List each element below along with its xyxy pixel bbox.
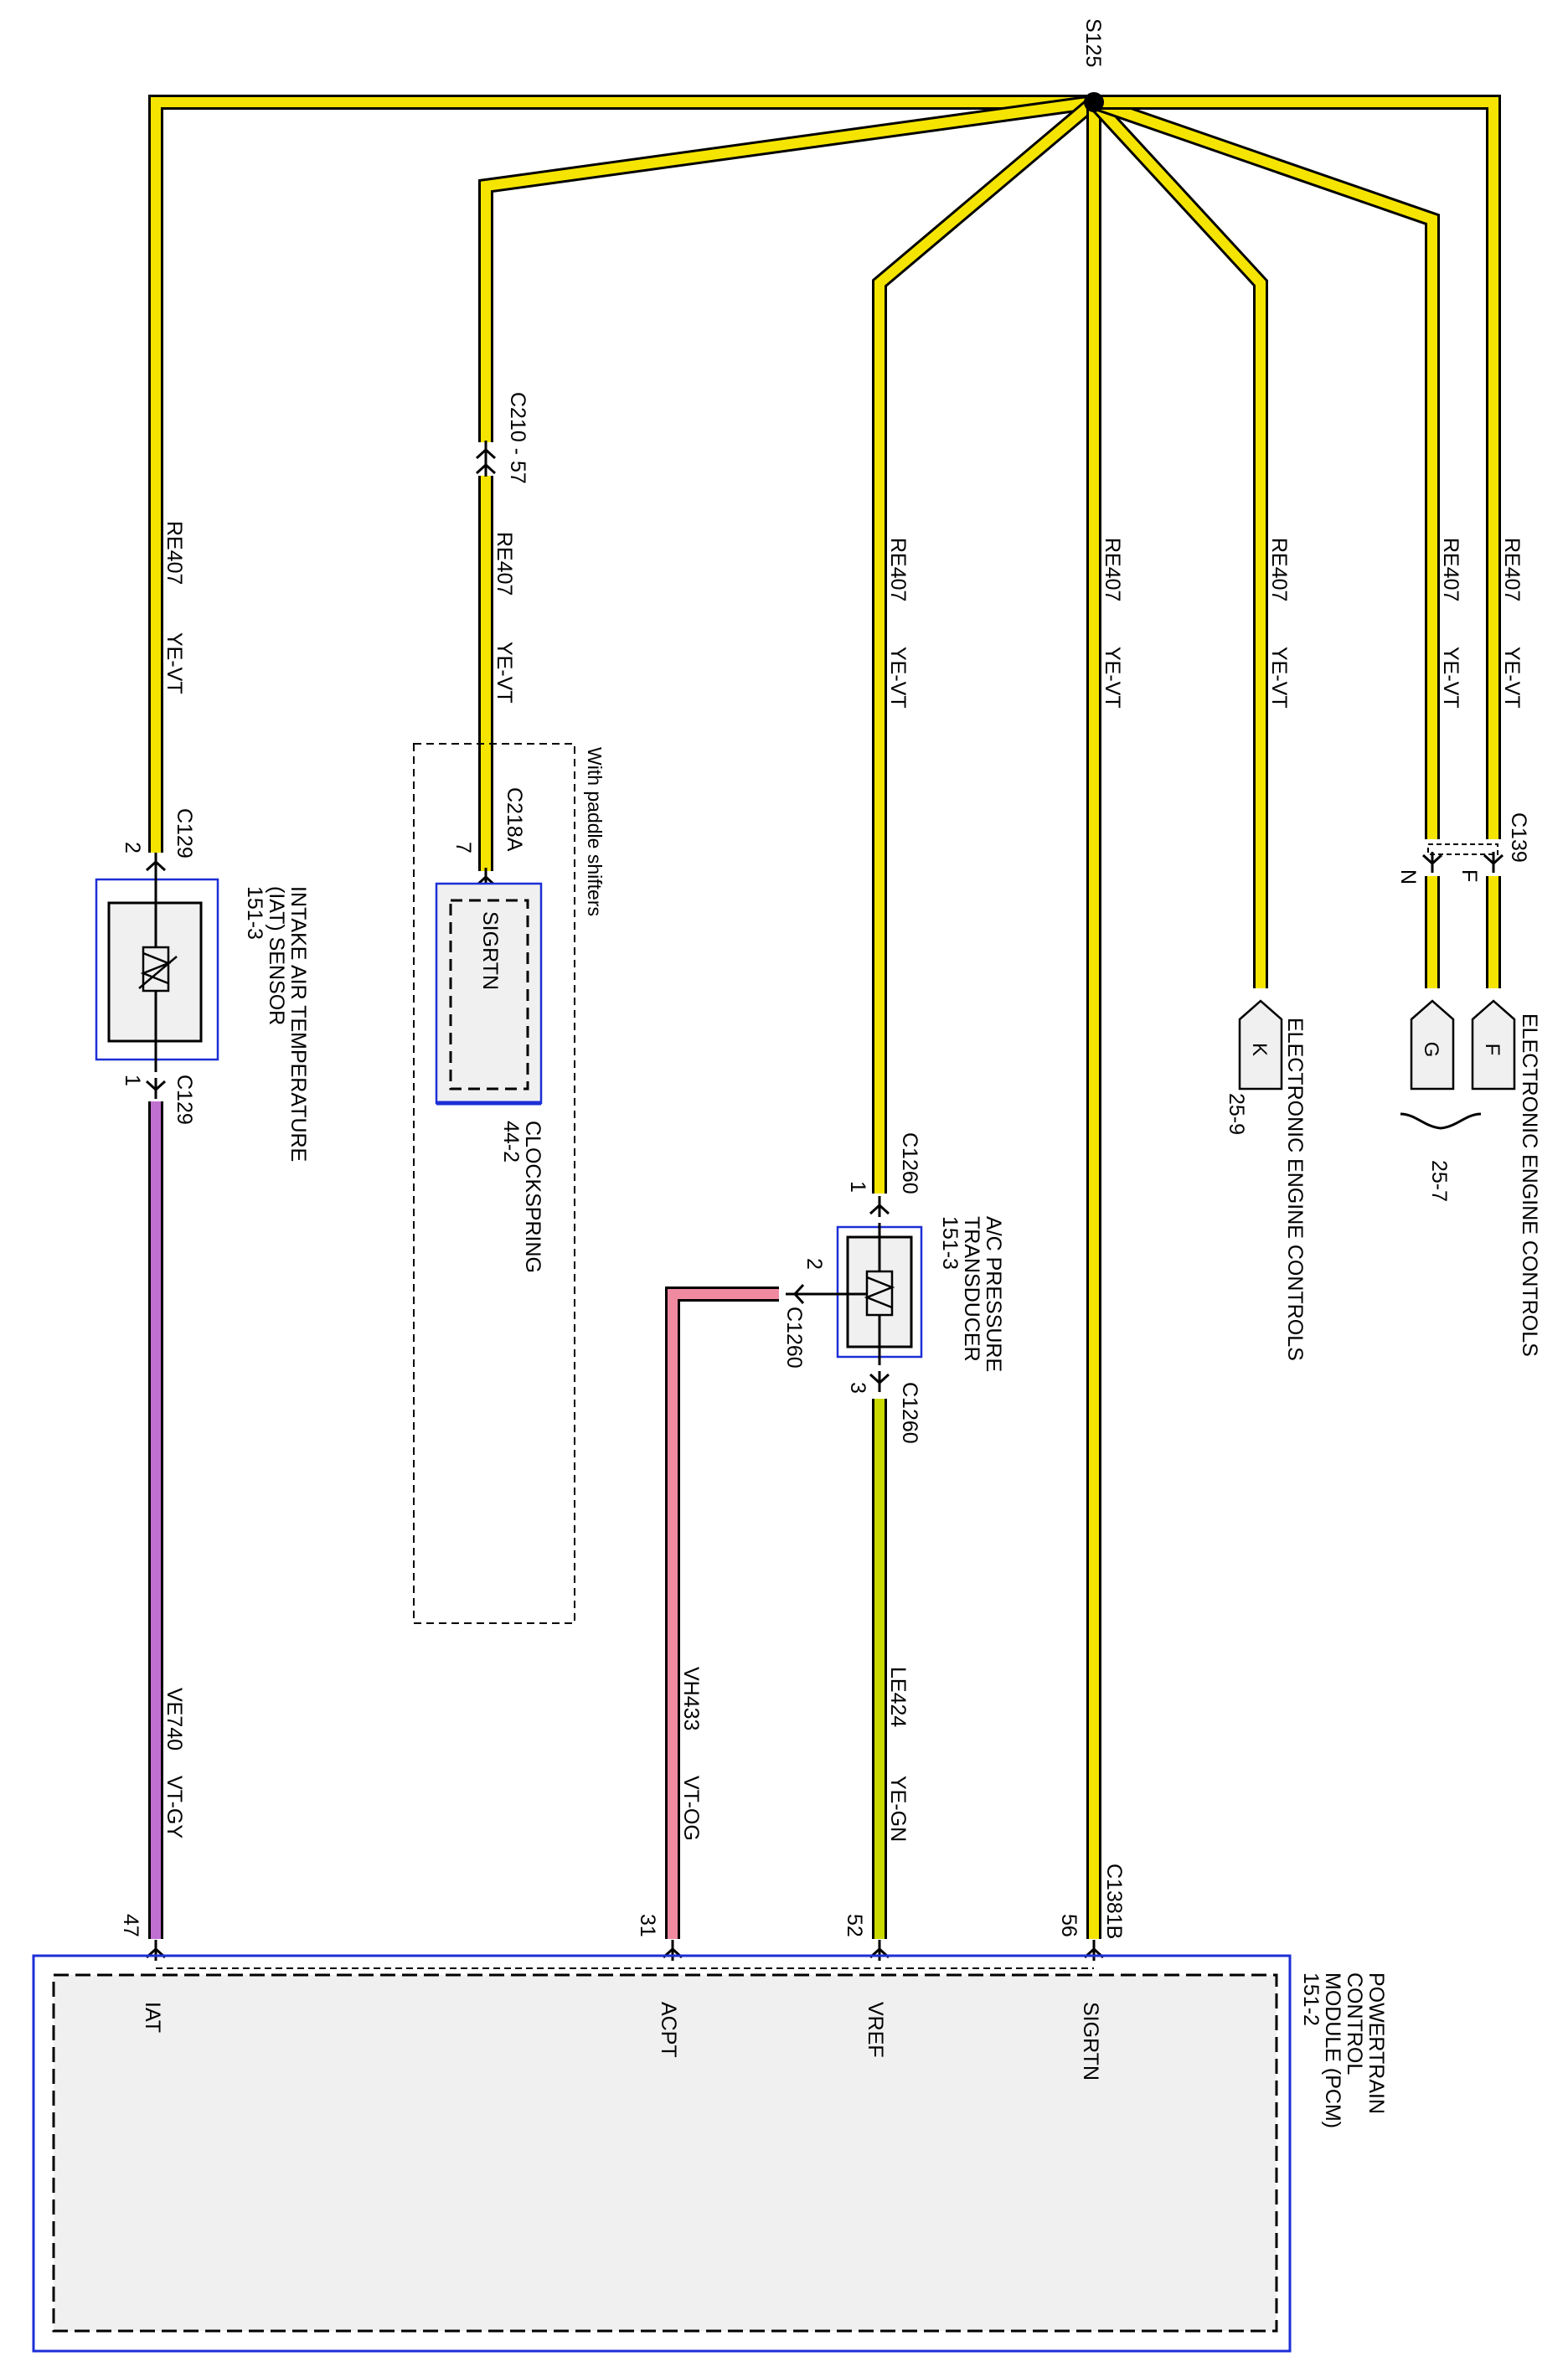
wire-vh433[interactable] <box>665 1287 787 1939</box>
pcm-pin-number: 56 <box>1057 1914 1081 1937</box>
pcm-pin-label-vref: VREF <box>864 2002 887 2058</box>
connector-label-c129: C129 <box>173 1075 196 1125</box>
wire-color-label: YE-VT <box>1267 647 1291 709</box>
iat-name: INTAKE AIR TEMPERATURE <box>286 886 310 1162</box>
connector-label-c218a: C218A <box>503 787 526 852</box>
pin-letter: N <box>1396 869 1420 884</box>
offpage-k[interactable]: K <box>1238 999 1283 1091</box>
wire-color-label: YE-VT <box>1439 647 1462 709</box>
clockspring-pin-label: SIGRTN <box>478 911 502 990</box>
wire-circuit-label: RE407 <box>493 532 516 596</box>
pcm-pin-number: 47 <box>119 1914 142 1937</box>
connector-pcm-31[interactable] <box>662 1938 683 1962</box>
wire-circuit-label: VE740 <box>162 1688 186 1751</box>
offpage-g[interactable]: G <box>1410 999 1455 1091</box>
svg-text:F: F <box>1481 1044 1504 1056</box>
wire-circuit-label: LE424 <box>886 1667 910 1727</box>
svg-text:G: G <box>1420 1042 1442 1058</box>
splice-point[interactable] <box>1084 92 1104 112</box>
wire-re407-ac[interactable] <box>872 96 1099 1194</box>
offpage-k-ref: 25-9 <box>1225 1093 1248 1135</box>
pin-number: 7 <box>451 842 475 853</box>
offpage-f[interactable]: F <box>1471 999 1516 1091</box>
pcm-pin-label-iat: IAT <box>141 2002 164 2033</box>
pcm-module[interactable] <box>32 1954 1292 2353</box>
connector-label-c1260: C1260 <box>782 1307 806 1369</box>
wire-circuit-label: VH433 <box>679 1667 703 1730</box>
connector-label-c139: C139 <box>1507 812 1530 863</box>
c139-dashed-link <box>1427 843 1498 855</box>
pcm-pin-label-acpt: ACPT <box>657 2002 680 2058</box>
connector-label-c1260: C1260 <box>898 1132 921 1194</box>
wire-color-label: YE-GN <box>886 1776 910 1842</box>
pcm-ref: 151-2 <box>1299 1972 1323 2026</box>
wire-circuit-label: RE407 <box>1500 538 1524 601</box>
svg-text:K: K <box>1248 1043 1271 1056</box>
wire-color-label: YE-VT <box>1101 647 1124 709</box>
offpage-gf-ref: 25-7 <box>1427 1160 1451 1202</box>
pcm-name: POWERTRAIN <box>1364 1972 1388 2114</box>
wire-color-label: YE-VT <box>886 647 910 709</box>
clockspring-option-label: With paddle shifters <box>584 747 606 916</box>
pin-number: 1 <box>846 1181 869 1193</box>
iat-name: (IAT) SENSOR <box>265 886 288 1025</box>
wire-circuit-label: RE407 <box>886 538 910 601</box>
wire-re407-clockspring[interactable] <box>478 95 1096 871</box>
connector-label-c129: C129 <box>173 808 196 859</box>
clockspring-component[interactable] <box>435 882 543 1106</box>
wire-color-label: YE-VT <box>493 642 516 704</box>
clockspring-name: CLOCKSPRING <box>521 1121 544 1273</box>
connector-pcm-56[interactable] <box>1083 1938 1105 1962</box>
pin-number: 3 <box>846 1382 869 1394</box>
pcm-pin-label-sigrtn: SIGRTN <box>1079 2002 1102 2081</box>
wire-circuit-label: RE407 <box>162 521 186 585</box>
ac-ref: 151-3 <box>938 1216 962 1270</box>
brace-icon <box>1400 1112 1482 1130</box>
wire-circuit-label: RE407 <box>1267 538 1291 601</box>
clockspring-ref: 44-2 <box>499 1121 523 1163</box>
pin-number: 1 <box>121 1075 144 1086</box>
connector-pcm-52[interactable] <box>869 1938 890 1962</box>
wire-color-label: YE-VT <box>1500 647 1524 709</box>
connector-label-c1381b: C1381B <box>1102 1864 1126 1939</box>
wire-color-label: VT-OG <box>679 1776 703 1841</box>
pcm-pin-number: 31 <box>636 1914 659 1937</box>
ac-name: TRANSDUCER <box>960 1216 983 1362</box>
connector-pcm-47[interactable] <box>145 1938 167 1962</box>
offpage-gf-label: ELECTRONIC ENGINE CONTROLS <box>1518 1013 1541 1357</box>
pcm-name: MODULE (PCM) <box>1321 1972 1344 2128</box>
pcm-name: CONTROL <box>1343 1972 1366 2075</box>
connector-label-c210: C210 - 57 <box>506 392 529 484</box>
ac-name: A/C PRESSURE <box>982 1216 1005 1372</box>
offpage-k-label: ELECTRONIC ENGINE CONTROLS <box>1283 1018 1307 1361</box>
ac-pressure-transducer[interactable] <box>800 1223 923 1365</box>
iat-ref: 151-3 <box>243 886 266 940</box>
wire-circuit-label: RE407 <box>1439 538 1462 601</box>
wire-layer <box>148 95 1501 1939</box>
pin-number: 2 <box>121 842 144 853</box>
wire-circuit-label: RE407 <box>1101 538 1124 601</box>
connector-label-c1260: C1260 <box>898 1382 921 1444</box>
pin-number: 2 <box>802 1258 826 1270</box>
clockspring-option-frame <box>413 743 575 1624</box>
wire-color-label: YE-VT <box>162 632 186 694</box>
iat-sensor[interactable] <box>95 871 219 1072</box>
pin-letter: F <box>1457 869 1481 882</box>
wire-color-label: VT-GY <box>162 1776 186 1838</box>
splice-label: S125 <box>1081 18 1105 67</box>
pcm-pin-number: 52 <box>843 1914 866 1937</box>
